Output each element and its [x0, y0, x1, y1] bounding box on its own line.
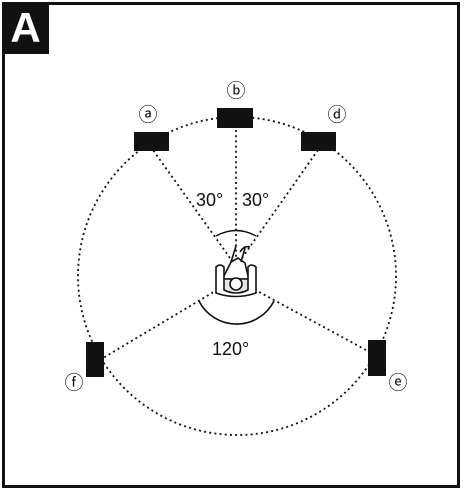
line-to-speaker-a: [152, 149, 231, 259]
rear-angle-arc: [198, 300, 275, 325]
line-to-speaker-f: [102, 286, 223, 359]
line-to-speaker-d: [241, 149, 319, 259]
angle-label-front-right: 30°: [242, 190, 269, 210]
speaker-e: [368, 340, 386, 376]
person-in-armchair-icon: [215, 245, 257, 298]
speaker-lines: [102, 127, 378, 359]
angle-label-rear: 120°: [212, 339, 249, 359]
speaker-b: [217, 108, 253, 128]
diagram-frame: [2, 2, 460, 488]
speaker-a: [134, 132, 169, 151]
front-angle-arc: [215, 229, 257, 237]
speaker-label-e: ⓔ: [388, 372, 407, 394]
line-to-speaker-e: [249, 286, 378, 357]
speaker-label-f: ⓕ: [64, 372, 83, 394]
speaker-d: [301, 132, 336, 151]
angle-label-front-left: 30°: [196, 190, 223, 210]
speaker-f: [86, 342, 104, 377]
speaker-label-b: ⓑ: [226, 80, 245, 102]
panel-label: A: [2, 2, 49, 54]
speaker-label-a: ⓐ: [138, 104, 157, 126]
speaker-label-d: ⓓ: [327, 104, 346, 126]
